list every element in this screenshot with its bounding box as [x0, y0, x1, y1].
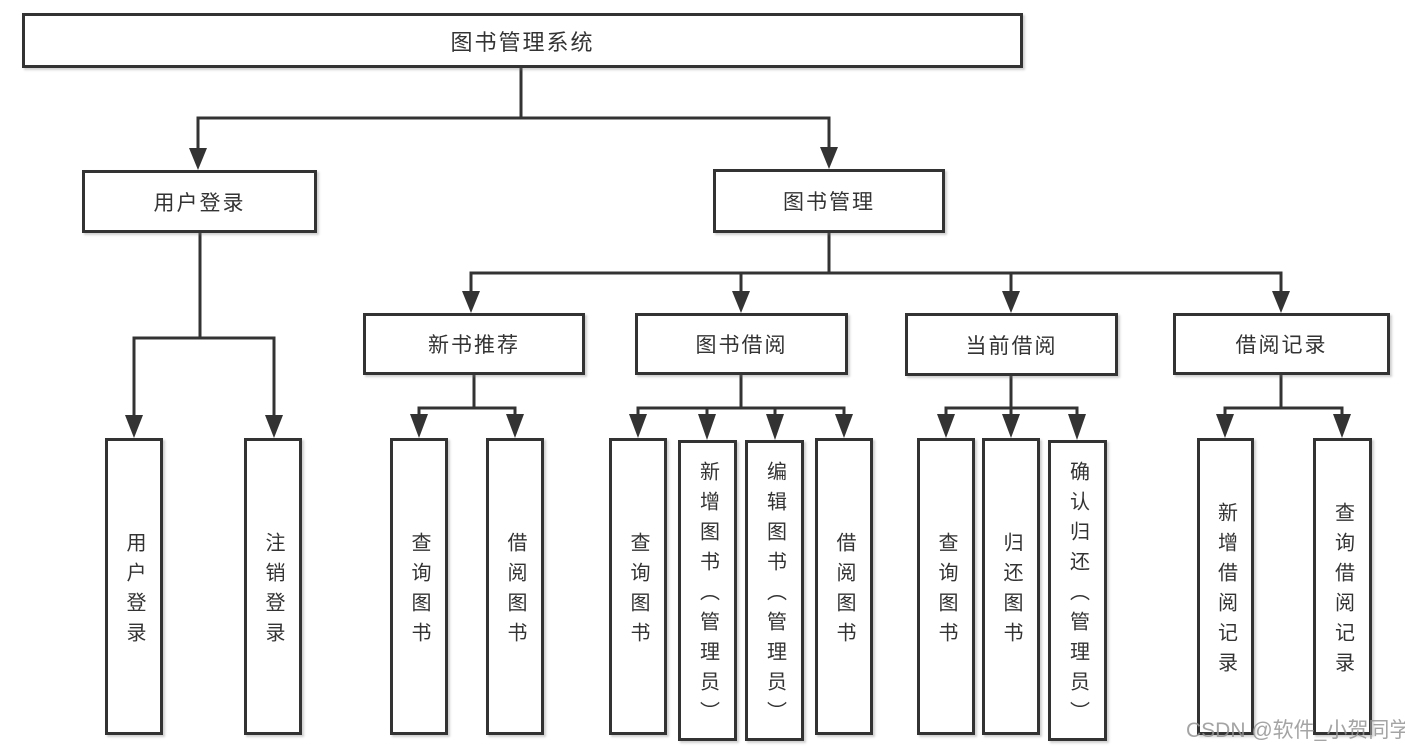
node-user-login: 用户登录	[82, 170, 317, 233]
leaf-records-query-record: 查询借阅记录	[1313, 438, 1372, 735]
edge-newbook-to-leaves	[417, 375, 517, 416]
csdn-watermark: CSDN @软件_小贺同学	[1186, 719, 1405, 742]
leaf-borrow-query-books: 查询图书	[609, 438, 667, 735]
leaf-newbook-borrow-books: 借阅图书	[486, 438, 544, 735]
leaf-borrow-edit-books-admin: 编辑图书（管理员）	[745, 440, 804, 741]
arrowheads	[125, 147, 1351, 440]
node-new-book-recommend: 新书推荐	[363, 313, 585, 375]
edge-userlogin-to-leaves	[132, 233, 276, 416]
leaf-user-login: 用户登录	[105, 438, 163, 735]
leaf-current-confirm-return-admin: 确认归还（管理员）	[1048, 440, 1107, 741]
leaf-current-query-books: 查询图书	[917, 438, 975, 735]
leaf-newbook-query-books: 查询图书	[390, 438, 448, 735]
leaf-logout: 注销登录	[244, 438, 302, 735]
edge-bookmgmt-to-level3	[469, 233, 1283, 292]
leaf-records-add-record: 新增借阅记录	[1197, 438, 1254, 735]
edge-root-to-level2	[196, 68, 831, 150]
node-root-library-system: 图书管理系统	[22, 13, 1023, 68]
leaf-borrow-add-books-admin: 新增图书（管理员）	[678, 440, 737, 741]
node-borrowing-records: 借阅记录	[1173, 313, 1390, 375]
leaf-current-return-books: 归还图书	[982, 438, 1040, 735]
node-current-borrowing: 当前借阅	[905, 313, 1118, 376]
edge-current-to-leaves	[944, 376, 1079, 416]
node-book-management: 图书管理	[713, 169, 945, 233]
node-book-borrowing: 图书借阅	[635, 313, 848, 375]
edge-borrow-to-leaves	[636, 375, 846, 416]
edge-records-to-leaves	[1223, 375, 1344, 416]
leaf-borrow-borrow-books: 借阅图书	[815, 438, 873, 735]
